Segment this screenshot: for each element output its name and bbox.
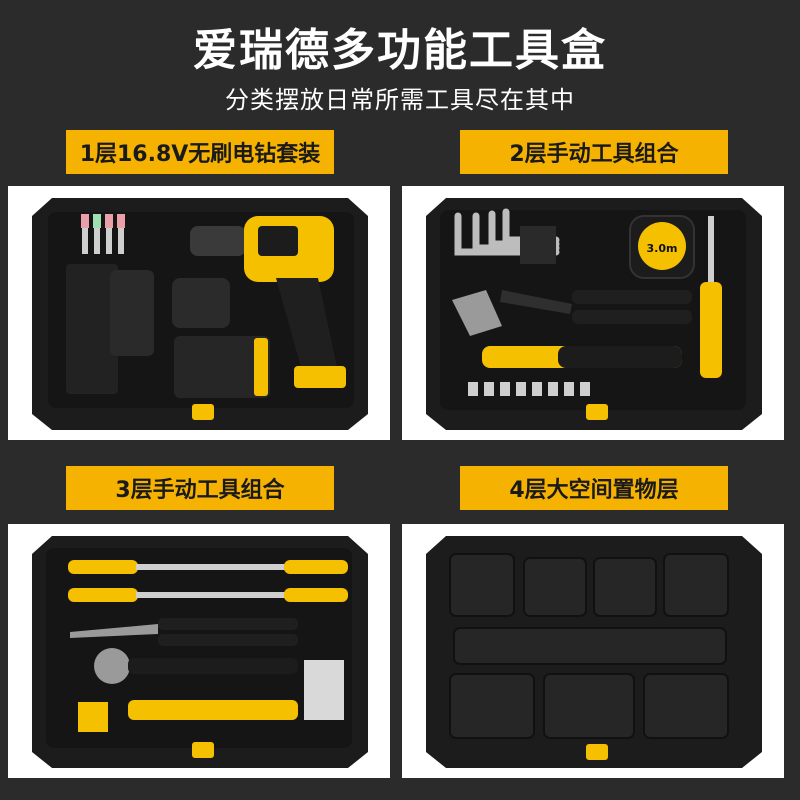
charger-plug <box>110 270 154 356</box>
tape-measure: 3.0m <box>629 215 695 279</box>
compartment <box>663 553 729 617</box>
layer-4-label: 4层大空间置物层 <box>460 466 728 510</box>
screwdriver-row-2 <box>68 588 348 602</box>
compartment <box>449 673 535 739</box>
layer-2-photo: 3.0m <box>402 186 784 440</box>
layer-1-photo <box>8 186 390 440</box>
charger-adapter <box>66 264 118 394</box>
tray-latch <box>586 744 608 760</box>
bit-holder-block <box>78 702 108 732</box>
bit-strip <box>468 382 590 396</box>
cordless-drill <box>190 216 346 388</box>
layer-1-label: 1层16.8V无刷电钻套装 <box>66 130 334 174</box>
screwdriver-shaft <box>708 216 714 286</box>
compartment <box>593 557 657 617</box>
voltage-tester <box>128 700 298 720</box>
tray-latch <box>586 404 608 420</box>
layer-3-label: 3层手动工具组合 <box>66 466 334 510</box>
needle-nose-pliers <box>70 618 298 646</box>
adjustable-wrench <box>94 648 298 684</box>
compartment <box>523 557 587 617</box>
spare-slot <box>304 660 344 720</box>
layer-3-photo <box>8 524 390 778</box>
tape-label: 3.0m <box>647 242 678 255</box>
battery-pack <box>174 336 270 398</box>
layer-2-label: 2层手动工具组合 <box>460 130 728 174</box>
tray-latch <box>192 404 214 420</box>
compartment <box>543 673 635 739</box>
page-title: 爱瑞德多功能工具盒 <box>193 25 607 76</box>
screwdriver-handle <box>700 282 722 378</box>
layer-4-photo <box>402 524 784 778</box>
long-compartment <box>453 627 727 665</box>
tray-latch <box>192 742 214 758</box>
page-subtitle: 分类摆放日常所需工具尽在其中 <box>225 86 575 114</box>
bit-holder <box>81 214 125 254</box>
compartment <box>643 673 729 739</box>
screwdriver-row-1 <box>68 560 348 574</box>
combination-pliers <box>500 290 692 324</box>
battery-slot <box>172 278 230 328</box>
compartment <box>449 553 515 617</box>
claw-hammer <box>452 290 682 368</box>
